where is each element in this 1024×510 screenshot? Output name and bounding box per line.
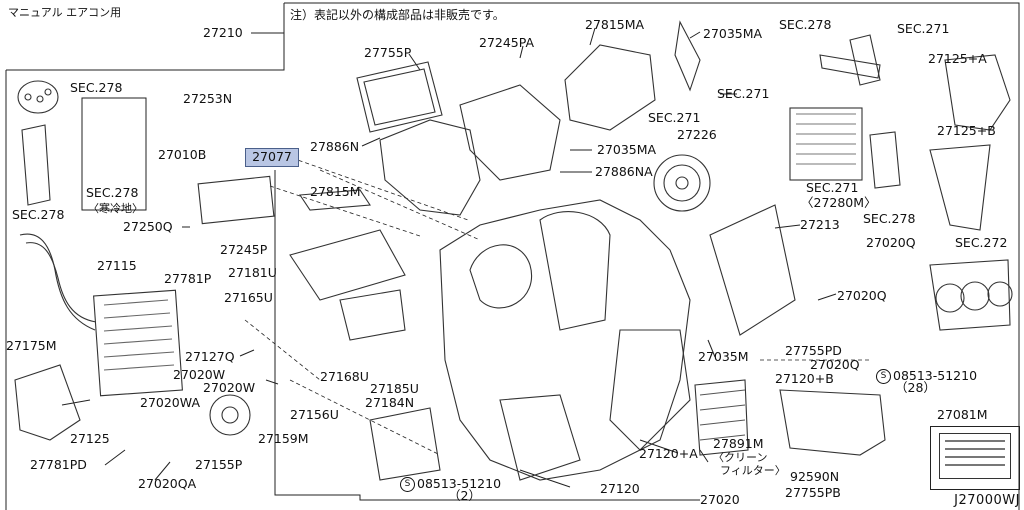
part-label-27815ma[interactable]: 27815MA [585,17,645,32]
part-label-27120b[interactable]: 27120+B [775,371,834,386]
part-label-27210[interactable]: 27210 [203,25,243,40]
part-label-27184n[interactable]: 27184N [365,395,415,410]
part-label-sec271-mid[interactable]: SEC.271 [717,86,770,101]
cold-region-note: 〈寒冷地〉 [88,202,143,215]
part-label-27020wa[interactable]: 27020WA [140,395,200,410]
bolt-quantity-2: （2） [448,488,481,503]
part-label-27125b[interactable]: 27125+B [937,123,996,138]
caution-label-sticker [930,426,1020,490]
part-label-27155p[interactable]: 27155P [195,457,243,472]
part-label-27020qa[interactable]: 27020QA [138,476,197,491]
part-label-27755pb[interactable]: 27755PB [785,485,841,500]
part-label-27035ma-mid[interactable]: 27035MA [597,142,657,157]
part-label-sec271-top[interactable]: SEC.271 [897,21,950,36]
part-label-sec271-mid2[interactable]: SEC.271 [648,110,701,125]
part-label-27891m[interactable]: 27891M [713,436,764,451]
clean-filter-note-2: フィルター〉 [720,464,786,477]
part-label-27156u[interactable]: 27156U [290,407,339,422]
part-label-27245p[interactable]: 27245P [220,242,268,257]
part-label-27020q-right[interactable]: 27020Q [866,235,916,250]
part-label-27226[interactable]: 27226 [677,127,717,142]
part-label-sec278-far-left[interactable]: SEC.278 [12,207,65,222]
part-label-27168u[interactable]: 27168U [320,369,369,384]
part-label-27253n[interactable]: 27253N [183,91,233,106]
part-label-27125a[interactable]: 27125+A [928,51,987,66]
availability-note: 注）表記以外の構成部品は非販売です。 [290,8,505,22]
part-label-27755pd[interactable]: 27755PD [785,343,842,358]
part-label-27010b[interactable]: 27010B [158,147,207,162]
part-label-27280m[interactable]: 〈27280M〉 [801,195,877,210]
part-label-27815m[interactable]: 27815M [310,184,361,199]
highlighted-part-27077[interactable]: 27077 [245,148,299,167]
part-sketches [14,20,1013,481]
part-label-27159m[interactable]: 27159M [258,431,309,446]
part-label-27035m[interactable]: 27035M [698,349,749,364]
part-label-27250q[interactable]: 27250Q [123,219,173,234]
cold-region-box [81,97,147,211]
diagram-subtitle: マニュアル エアコン用 [8,6,122,19]
part-label-27020q-right2[interactable]: 27020Q [837,288,887,303]
part-label-bolt-08513-51210-a[interactable]: 08513-51210 [893,368,978,383]
part-label-27886n[interactable]: 27886N [310,139,360,154]
part-label-27120a[interactable]: 27120+A [639,446,698,461]
part-label-bolt-08513-51210-b[interactable]: 08513-51210 [417,476,502,491]
part-label-27120[interactable]: 27120 [600,481,640,496]
part-label-sec278-left[interactable]: SEC.278 [70,80,123,95]
bolt-quantity-28: （28） [895,380,936,395]
outer-frame-top [284,2,1020,510]
part-label-27115[interactable]: 27115 [97,258,137,273]
bolt-symbol-2: S [400,477,415,492]
part-label-92590n[interactable]: 92590N [790,469,840,484]
bolt-symbol-1: S [876,369,891,384]
part-label-27245pa[interactable]: 27245PA [479,35,535,50]
part-label-27020w-2[interactable]: 27020W [203,380,256,395]
inner-frame [274,170,678,501]
part-label-27165u[interactable]: 27165U [224,290,273,305]
part-label-27175m[interactable]: 27175M [6,338,57,353]
part-label-27020q-right3[interactable]: 27020Q [810,357,860,372]
part-label-27755p[interactable]: 27755P [364,45,412,60]
part-label-sec278-box[interactable]: SEC.278 [86,185,139,200]
part-label-27886na[interactable]: 27886NA [595,164,653,179]
caution-label-graphic [939,433,1011,479]
part-label-sec271-filter[interactable]: SEC.271 [806,180,859,195]
part-label-27081m[interactable]: 27081M [937,407,988,422]
part-label-27781p[interactable]: 27781P [164,271,212,286]
part-label-27181u[interactable]: 27181U [228,265,277,280]
part-label-27035ma-top[interactable]: 27035MA [703,26,763,41]
part-label-sec278-right[interactable]: SEC.278 [863,211,916,226]
part-label-27020w-1[interactable]: 27020W [173,367,226,382]
outer-frame-left [6,3,285,71]
part-label-27127q[interactable]: 27127Q [185,349,235,364]
part-label-27781pd[interactable]: 27781PD [30,457,87,472]
clean-filter-note-1: 〈クリーン [713,451,768,464]
part-label-27213[interactable]: 27213 [800,217,840,232]
part-label-27020[interactable]: 27020 [700,492,740,507]
part-label-sec272[interactable]: SEC.272 [955,235,1008,250]
part-label-27125[interactable]: 27125 [70,431,110,446]
diagram-id: J27000WJ [954,493,1020,508]
part-label-27185u[interactable]: 27185U [370,381,419,396]
part-label-sec278-top[interactable]: SEC.278 [779,17,832,32]
